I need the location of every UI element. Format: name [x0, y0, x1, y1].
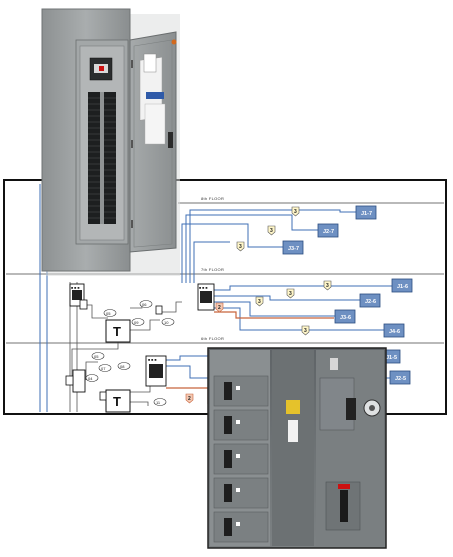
panel-J3-6: J3-6: [334, 309, 356, 324]
conductor-callouts: 3 3 3 3 3 3 3: [185, 206, 332, 404]
panel-label: J1-5: [386, 355, 397, 361]
panel-label: J2-6: [365, 299, 376, 305]
svg-text:2: 2: [188, 396, 191, 402]
callout: 3: [291, 206, 300, 217]
panel-J3-7: J3-7: [282, 240, 304, 255]
panel-J1-6: J1-6: [391, 278, 413, 293]
panel-label: J1-6: [397, 284, 408, 290]
svg-text:3: 3: [294, 209, 297, 215]
callout: 3: [236, 241, 245, 252]
distribution-panel-7-right: ■ ■ ■: [197, 283, 215, 311]
panel-label: J2-5: [395, 376, 406, 382]
tag: 10: [161, 318, 175, 326]
transformer-7: T: [105, 319, 131, 343]
svg-text:04: 04: [88, 376, 93, 381]
feeders-to-7th: [214, 285, 392, 331]
svg-text:11: 11: [156, 400, 161, 405]
distribution-panel-6: ■ ■ ■: [145, 355, 167, 387]
floor-label-6: 6th FLOOR: [201, 336, 224, 341]
svg-text:10: 10: [164, 320, 169, 325]
panel-label: J3-7: [288, 246, 299, 252]
circuit-tags: 05 06 09 10 05 07 08 04 11: [85, 300, 175, 406]
disconnect-icon: [65, 299, 163, 401]
panel-J2-6: J2-6: [359, 293, 381, 308]
switchgear-breakers: [213, 375, 269, 543]
panelboard-photo: [41, 8, 180, 276]
floor-label-8: 8th FLOOR: [201, 196, 224, 201]
transformer-6: T: [105, 389, 131, 413]
svg-text:3: 3: [289, 291, 292, 297]
tag: 05: [91, 352, 105, 360]
callout-orange: 2: [215, 302, 224, 313]
panel-J2-7: J2-7: [317, 223, 339, 238]
panel-label: J1-7: [361, 211, 372, 217]
svg-text:05: 05: [94, 354, 99, 359]
branch-breakers: [88, 92, 116, 224]
tag: 07: [98, 364, 112, 372]
callout: 3: [286, 288, 295, 299]
callout: 3: [255, 296, 264, 307]
callout-orange: 2: [185, 393, 194, 404]
svg-text:■ ■ ■: ■ ■ ■: [71, 286, 80, 290]
panel-label: J2-7: [323, 229, 334, 235]
panel-label: J4-6: [389, 329, 400, 335]
svg-text:3: 3: [270, 228, 273, 234]
svg-text:07: 07: [101, 366, 106, 371]
svg-text:■ ■ ■: ■ ■ ■: [148, 358, 157, 362]
svg-text:3: 3: [326, 283, 329, 289]
callout: 3: [323, 280, 332, 291]
panel-J1-7: J1-7: [355, 205, 377, 220]
panel-J2-5: J2-5: [389, 370, 411, 385]
svg-text:T: T: [113, 324, 121, 339]
svg-text:3: 3: [304, 328, 307, 334]
panel-J4-6: J4-6: [383, 323, 405, 338]
svg-text:06: 06: [142, 302, 147, 307]
transformer-icon: [105, 319, 131, 343]
svg-text:3: 3: [258, 299, 261, 305]
svg-text:T: T: [113, 394, 121, 409]
feeders-to-8th: [181, 209, 356, 283]
svg-text:3: 3: [239, 244, 242, 250]
distribution-panel-6-left: [72, 369, 86, 393]
callout: 3: [267, 225, 276, 236]
tag: 09: [131, 318, 145, 326]
callout: 3: [301, 325, 310, 336]
tag: 05: [103, 309, 117, 317]
svg-text:2: 2: [218, 305, 221, 311]
svg-text:08: 08: [120, 364, 125, 369]
svg-text:05: 05: [106, 311, 111, 316]
tag: 06: [139, 300, 153, 308]
panel-label: J3-6: [340, 315, 351, 321]
transformer-icon: [105, 389, 131, 413]
tag: 11: [153, 398, 167, 406]
door-latch-icon: [168, 132, 173, 148]
tag: 08: [117, 362, 131, 370]
floor-label-7: 7th FLOOR: [201, 267, 224, 272]
svg-text:09: 09: [134, 320, 139, 325]
switchgear-photo: [207, 347, 387, 549]
tag: 04: [85, 374, 99, 382]
svg-text:■ ■ ■: ■ ■ ■: [199, 286, 208, 290]
